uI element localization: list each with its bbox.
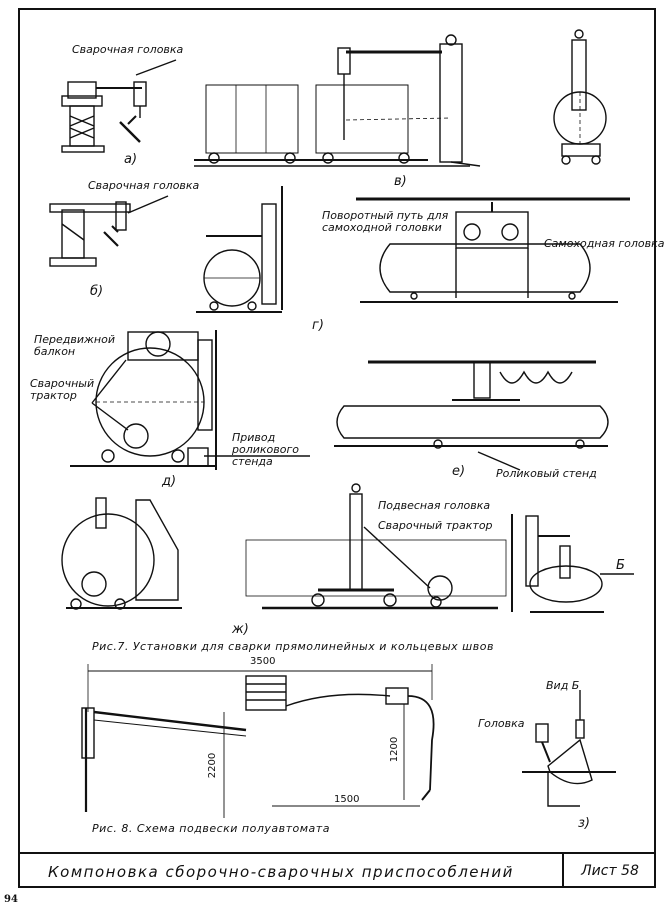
letter-g: г) (312, 318, 324, 333)
fig-z-view-b (522, 690, 616, 807)
dim-reach: 1500 (334, 794, 360, 805)
fig-d-vessel (70, 330, 310, 470)
letter-a: а) (124, 152, 138, 167)
label-view-b-arrow: Б (616, 558, 625, 573)
fig-v-right-column (553, 29, 607, 165)
label-rotary-track: Поворотный путь для самоходной головки (322, 209, 449, 234)
fig-v-portal (194, 34, 481, 167)
label-selfpropelled-head: Самоходная головка (544, 237, 665, 250)
caption-fig7: Рис.7. Установки для сварки прямолинейны… (92, 640, 494, 653)
fig8-suspension (81, 664, 435, 818)
fig-zh-suspended (245, 483, 507, 610)
dim-height-right: 1200 (389, 736, 401, 763)
title-block-title: Компоновка сборочно-сварочных приспособл… (48, 863, 514, 881)
page-number: 94 (4, 894, 18, 905)
fig-zh-right (511, 514, 634, 613)
dim-span: 3500 (250, 656, 276, 667)
dim-height-left: 2200 (207, 752, 219, 779)
letter-z: з) (578, 816, 590, 831)
letter-b: б) (90, 284, 104, 299)
title-block: Компоновка сборочно-сварочных приспособл… (18, 852, 656, 888)
label-head-z: Головка (478, 717, 525, 730)
label-welding-tractor-zh: Сварочный трактор (378, 519, 493, 532)
fig-g-left-drum (196, 186, 283, 313)
fig-g-right-tank (356, 197, 630, 303)
drawing-sheet (18, 8, 656, 888)
fig-b-column-head (49, 195, 169, 267)
title-block-sheet: Лист 58 (562, 854, 656, 888)
letter-v: в) (394, 174, 407, 189)
label-suspended-head: Подвесная головка (378, 499, 491, 512)
letter-zh: ж) (232, 622, 249, 637)
fig-zh-cframe (61, 497, 182, 610)
label-welding-tractor-d: Сварочный трактор (30, 377, 95, 402)
label-view-b: Вид Б (546, 679, 580, 692)
label-roller-drive: Привод роликового стенда (232, 431, 299, 468)
label-movable-balcony: Передвижной балкон (34, 333, 116, 358)
fig-a-column-head (61, 59, 177, 153)
letter-d: д) (162, 474, 177, 489)
fig-e-roller-stand (334, 360, 609, 471)
caption-fig8: Рис. 8. Схема подвески полуавтомата (92, 822, 330, 835)
label-roller-stand: Роликовый стенд (496, 467, 597, 480)
label-welding-head-b: Сварочная головка (88, 179, 200, 192)
letter-e: е) (452, 464, 466, 479)
label-welding-head-a: Сварочная головка (72, 43, 184, 56)
